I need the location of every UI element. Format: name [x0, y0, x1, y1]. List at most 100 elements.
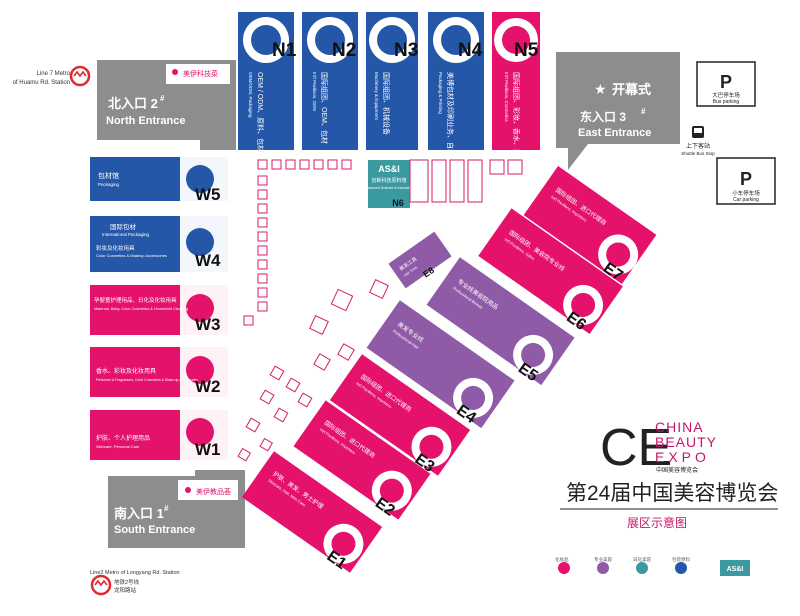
north-entrance[interactable]: 美伊科技菜 北入口 2 # North Entrance: [97, 60, 236, 150]
hall-e5[interactable]: E5 专业线美容院用品 Professional Beauty: [423, 257, 575, 390]
metro-bottom: Line2 Metro of Longyang Rd. Station 地铁2号…: [90, 570, 180, 596]
metro-icon: [69, 65, 91, 87]
hall-w1-en: Skincare, Personal Care: [96, 444, 140, 449]
logo-line2: BEAUTY: [655, 434, 717, 450]
shuttle-en: Shuttle Bus Stop: [681, 151, 715, 156]
booth-outlines: [237, 159, 523, 462]
hall-n3[interactable]: N3 国际组团、机械设备 Machinery & Equipment: [366, 12, 418, 150]
hall-emblem-icon: [186, 356, 214, 384]
hall-e8[interactable]: E8 美发工具 Hair Tools: [388, 231, 454, 293]
hall-n4-label: N4: [458, 40, 483, 61]
hall-n5-cn: 国际组团、彩妆、香水、护肤: [512, 72, 521, 163]
metro-top-line2: of Huamu Rd. Station: [13, 80, 70, 86]
hall-emblem-icon: [377, 25, 407, 55]
hall-emblem-icon: [186, 165, 214, 193]
partner-logo-icon: [558, 562, 570, 574]
hall-n6-cn: 创新科技原料馆: [371, 177, 406, 184]
car-parking-cn: 小车停车场: [732, 189, 760, 197]
hall-w4-en: International Packaging: [102, 232, 150, 237]
hall-emblem-icon: [502, 26, 530, 54]
parking-icon: P: [740, 169, 752, 189]
logo-line3: EXPO: [655, 449, 710, 465]
south-entrance[interactable]: 美伊教品荟 南入口 1 # South Entrance: [108, 470, 245, 548]
metro-bottom-line3: 龙阳路站: [114, 586, 137, 594]
ce-monogram-icon: CE: [600, 419, 672, 477]
hall-emblem-icon: [186, 294, 214, 322]
hall-n5[interactable]: N5 国际组团、彩妆、香水、护肤 Int'l Pavilions, Cosmet…: [492, 12, 540, 163]
hall-n5-label: N5: [514, 40, 539, 61]
hall-n2-cn: 国际组团、OEM、包材: [320, 72, 329, 144]
partner-logo-icon: [675, 562, 687, 574]
hall-n2-en: Int'l Pavilions, OEM: [312, 72, 317, 111]
hall-n4[interactable]: N4 美博包材及印刷业务、自动化机械设备 Packaging & Printin…: [428, 12, 484, 191]
hall-n5-en: Int'l Pavilions, Cosmetics: [504, 72, 509, 122]
logo-cn-small: 中国美容博览会: [656, 466, 698, 474]
north-entrance-en: North Entrance: [106, 115, 185, 127]
bus-parking-en: Bus parking: [713, 99, 740, 105]
hall-emblem-icon: [419, 434, 444, 459]
south-entrance-cn: 南入口 1: [114, 506, 164, 521]
hall-n3-label: N3: [394, 40, 418, 61]
south-entrance-sup: #: [164, 504, 169, 513]
hall-emblem-icon: [251, 25, 281, 55]
shuttle-cn: 上下客站: [686, 142, 710, 150]
star-icon: ★: [594, 81, 607, 97]
opening-ceremony-label: 开幕式: [612, 82, 651, 97]
hall-emblem-icon: [461, 385, 486, 410]
hall-n1[interactable]: N1 OEM / ODM、原料、包材 OEM/ODM, Packaging: [238, 12, 297, 152]
hall-n4-cn: 美博包材及印刷业务、自动化机械设备: [446, 72, 455, 191]
brand-icon: [185, 487, 191, 493]
hall-emblem-icon: [186, 228, 214, 256]
hall-n6[interactable]: AS&I 创新科技原料馆 Advanced Science & Innovati…: [364, 160, 414, 208]
south-entrance-tag: 美伊教品荟: [196, 487, 231, 496]
metro-bottom-line2: 地铁2号线: [114, 578, 140, 586]
partner-logo-icon: [636, 562, 648, 574]
hall-w5-en: Packaging: [98, 182, 120, 187]
bus-parking-cn: 大巴停车场: [712, 91, 740, 99]
hall-w2-en: Perfumes & Fragrances, Color Cosmetics &…: [96, 378, 198, 382]
hall-n4-en: Packaging & Printing: [438, 72, 443, 114]
hall-emblem-icon: [606, 242, 631, 267]
hall-w2[interactable]: W2 香水、彩妆及化妆用具 Perfumes & Fragrances, Col…: [90, 347, 228, 397]
brand-icon: [172, 69, 178, 75]
hall-e2[interactable]: E2 国际组团、进口代理商 Int'l Pavilions, Importers: [290, 400, 431, 524]
asi-logo-icon: [720, 560, 750, 576]
metro-icon: [90, 574, 112, 596]
expo-logo: CE CHINA BEAUTY EXPO 中国美容博览会: [600, 419, 717, 477]
parking-icon: P: [720, 72, 732, 92]
hall-w5-label: W5: [195, 185, 221, 204]
partner-logo-icon: [597, 562, 609, 574]
hall-n6-label: N6: [392, 198, 404, 208]
expo-title: 第24届中国美容博览会: [566, 482, 778, 505]
east-entrance-sup: #: [641, 107, 646, 116]
hall-w4[interactable]: W4 国际包材 International Packaging 彩妆及化妆用具 …: [90, 216, 228, 272]
hall-w5[interactable]: W5 包材馆 Packaging: [90, 157, 228, 204]
metro-bottom-line1: Line2 Metro of Longyang Rd. Station: [90, 570, 180, 576]
hall-n6-brand: AS&I: [378, 164, 400, 174]
metro-top: Line 7 Metro of Huamu Rd. Station: [13, 65, 91, 87]
hall-n1-cn: OEM / ODM、原料、包材: [256, 72, 265, 152]
hall-n6-en: Advanced Science & Innovation: [364, 186, 413, 190]
bus-parking: P 大巴停车场 Bus parking: [696, 61, 756, 107]
east-entrance[interactable]: ★ 开幕式 东入口 3 # East Entrance: [556, 52, 680, 170]
hall-w4-cn: 国际包材: [110, 222, 137, 231]
hall-w3[interactable]: W3 孕婴童护理用品、日化及化妆用具 Maternal, Baby, Color…: [90, 285, 228, 335]
hall-n2-label: N2: [332, 40, 356, 61]
hall-n2[interactable]: N2 国际组团、OEM、包材 Int'l Pavilions, OEM: [302, 12, 358, 150]
hall-w1-label: W1: [195, 440, 221, 459]
hall-e4[interactable]: E4 美发专业线 Professional Hair: [363, 300, 515, 433]
shuttle-stop: 上下客站 Shuttle Bus Stop: [681, 126, 715, 156]
hall-emblem-icon: [379, 478, 404, 503]
partner-logos: 化妆品 专业美容 日化美容 包装原料 AS&I: [555, 556, 750, 576]
hall-w2-label: W2: [195, 377, 221, 396]
hall-n1-en: OEM/ODM, Packaging: [248, 72, 253, 118]
partner-logo-4: 包装原料: [672, 556, 690, 563]
hall-e6[interactable]: E6 国际组团、美容院专业线 Int'l Pavilions, Salon: [475, 208, 623, 338]
hall-e1[interactable]: E1 护肤、美发、男士护理 Skincare, Hair, Men Care: [238, 451, 383, 577]
hall-emblem-icon: [571, 292, 596, 317]
partner-logo-3: 日化美容: [633, 556, 651, 563]
metro-top-line1: Line 7 Metro: [37, 71, 71, 77]
hall-w3-en: Maternal, Baby, Color Cosmetics & Househ…: [94, 307, 188, 311]
hall-w1[interactable]: W1 护肤、个人护理用品 Skincare, Personal Care: [90, 410, 228, 460]
